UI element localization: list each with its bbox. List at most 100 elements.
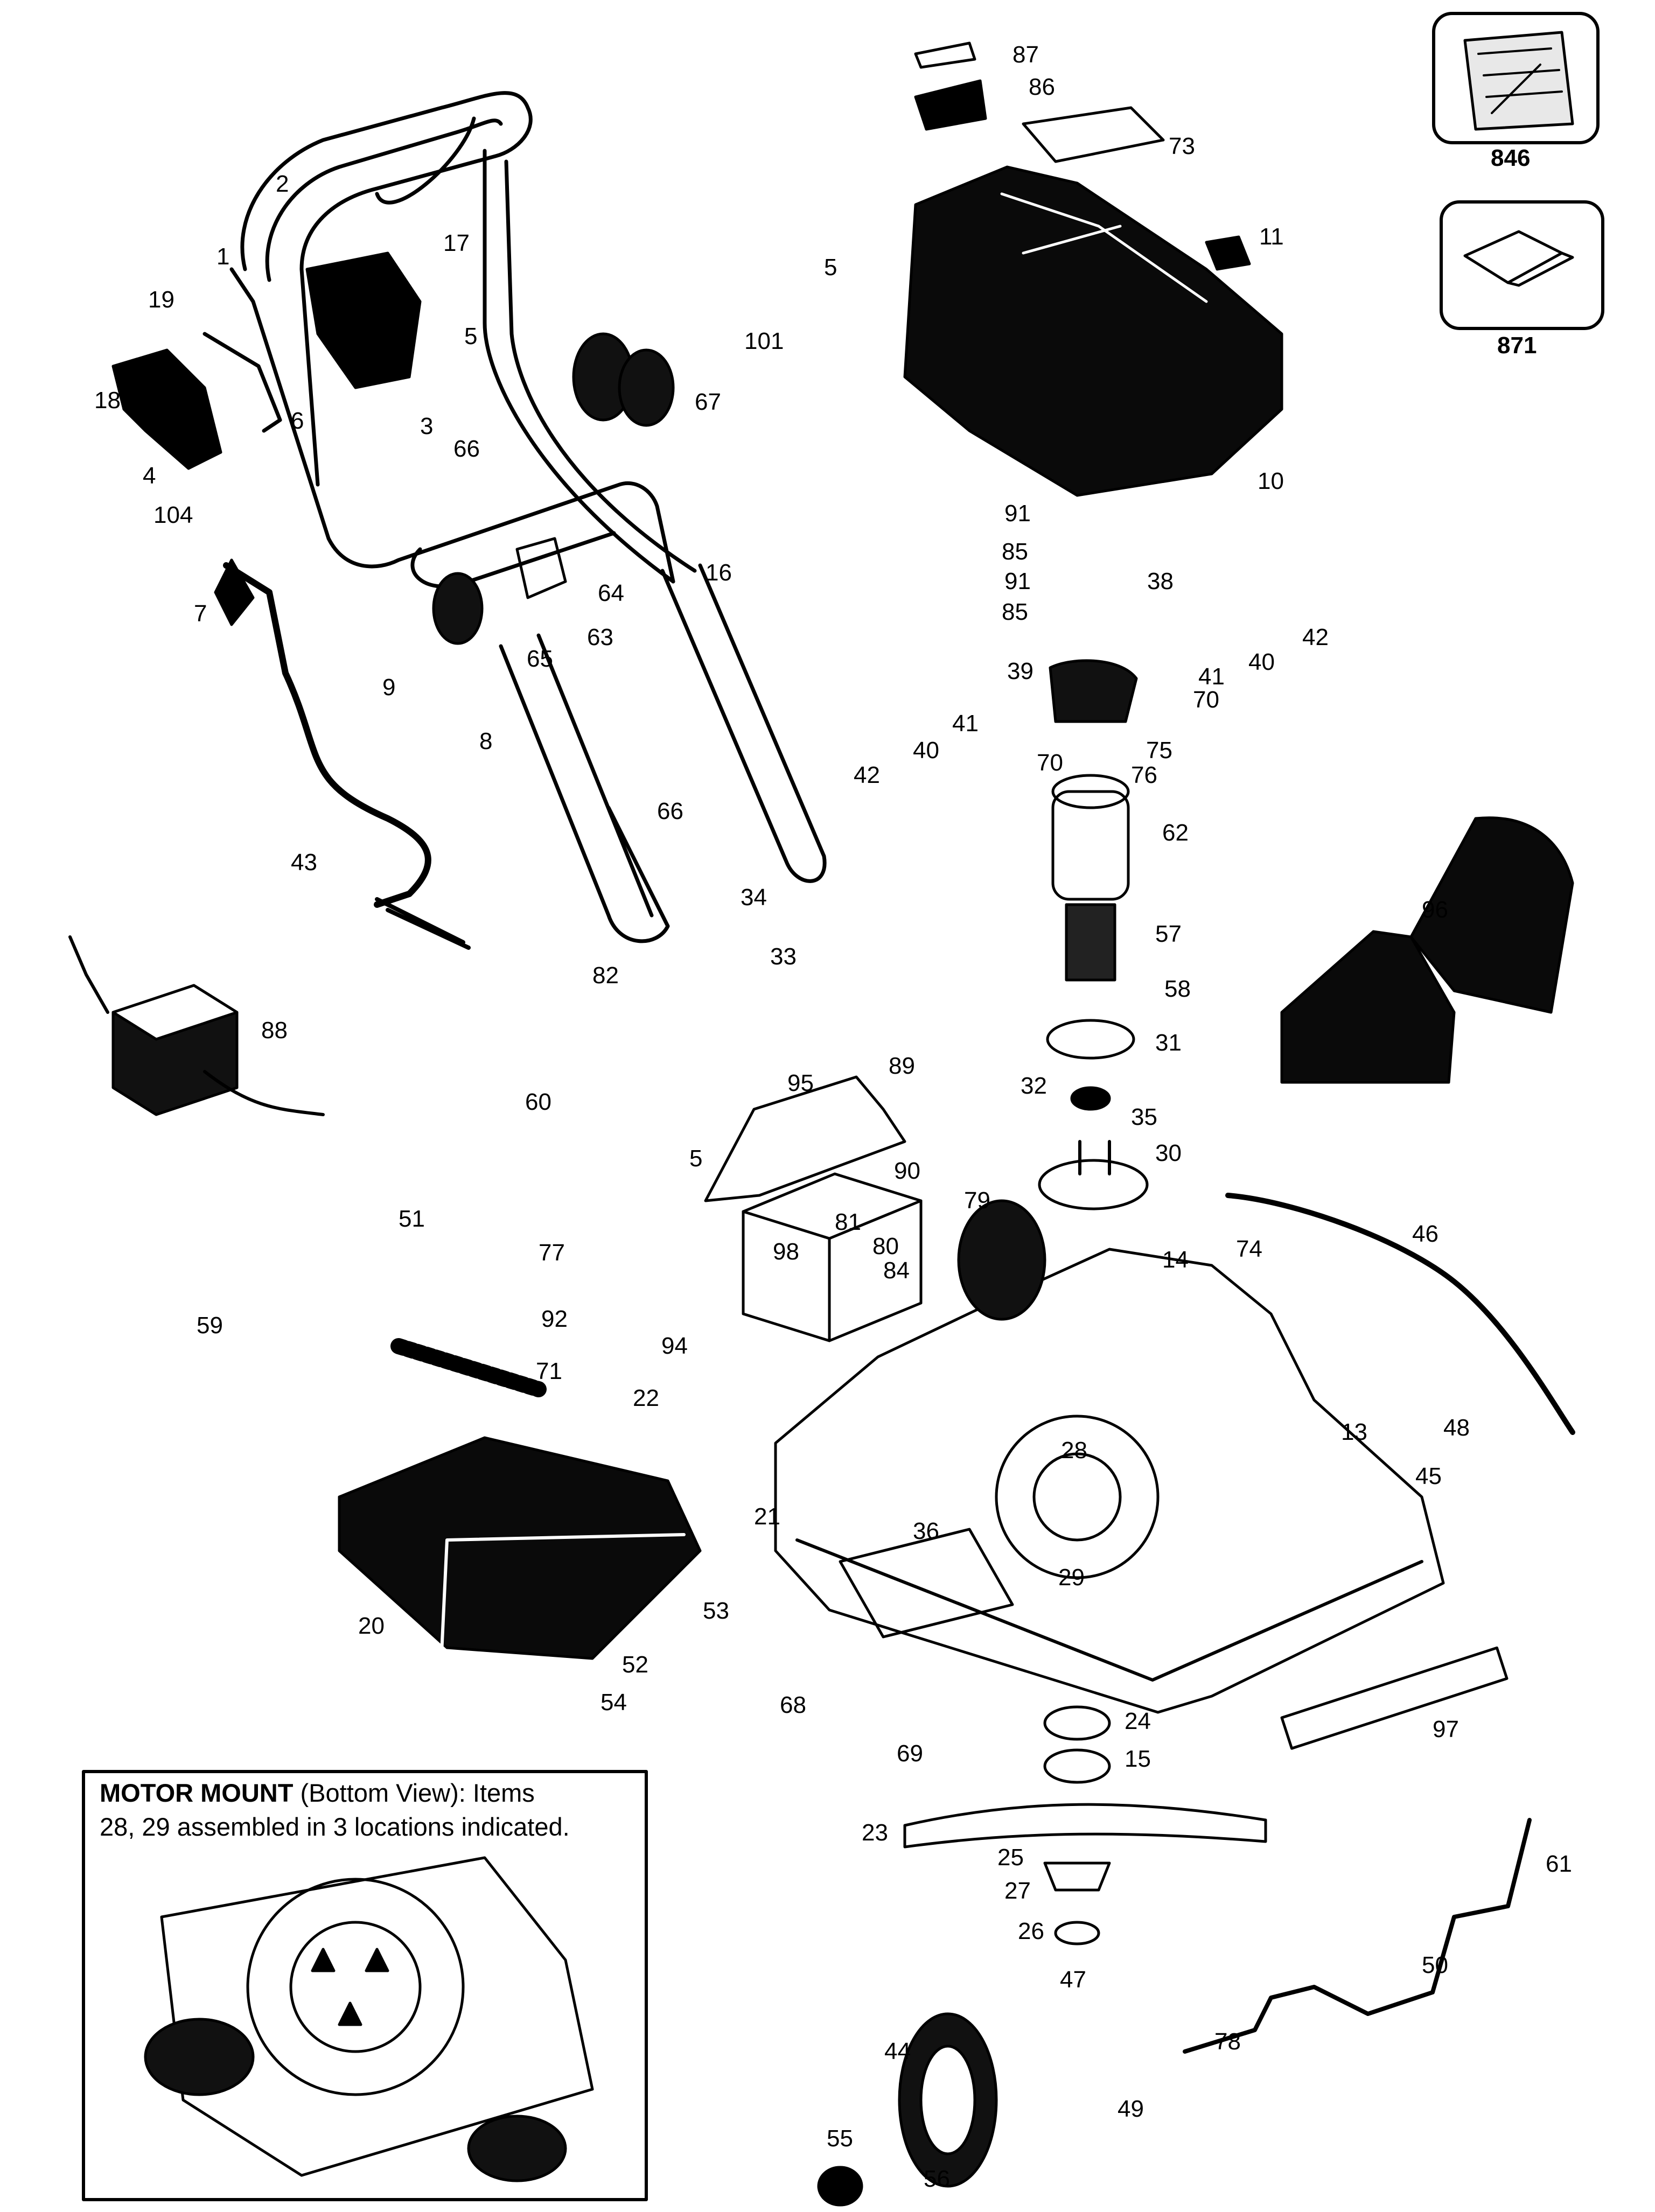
part-label-18: 18 bbox=[94, 387, 121, 414]
part-label-34: 34 bbox=[741, 884, 767, 911]
rear-wheel bbox=[817, 2012, 998, 2207]
grass-catcher bbox=[1280, 816, 1574, 1084]
part-label-85a: 85 bbox=[1002, 538, 1028, 565]
label-strip bbox=[390, 1338, 547, 1397]
part-label-61: 61 bbox=[1546, 1851, 1572, 1877]
part-label-74: 74 bbox=[1236, 1236, 1262, 1262]
power-cord bbox=[214, 558, 471, 950]
part-label-2: 2 bbox=[276, 171, 289, 197]
part-label-57: 57 bbox=[1155, 921, 1182, 947]
part-label-55: 55 bbox=[827, 2125, 853, 2152]
part-label-15: 15 bbox=[1125, 1746, 1151, 1772]
kit-box bbox=[1432, 12, 1600, 144]
part-label-59: 59 bbox=[197, 1312, 223, 1339]
part-label-50: 50 bbox=[1422, 1952, 1448, 1978]
motor-mount-inset bbox=[82, 1770, 648, 2201]
part-label-14: 14 bbox=[1162, 1247, 1189, 1273]
part-label-64: 64 bbox=[598, 580, 624, 606]
part-label-80: 80 bbox=[872, 1233, 899, 1259]
mower-deck bbox=[774, 1199, 1445, 1714]
part-label-7: 7 bbox=[194, 600, 207, 627]
part-label-96: 96 bbox=[1422, 897, 1448, 923]
part-label-78: 78 bbox=[1214, 2028, 1241, 2055]
part-label-66a: 66 bbox=[453, 436, 480, 462]
part-label-40a: 40 bbox=[1248, 649, 1275, 675]
part-label-5c: 5 bbox=[689, 1145, 703, 1172]
handle-knobs bbox=[432, 332, 675, 645]
part-label-71: 71 bbox=[536, 1358, 562, 1384]
part-label-29: 29 bbox=[1058, 1564, 1085, 1591]
part-label-24: 24 bbox=[1125, 1708, 1151, 1734]
part-label-69: 69 bbox=[897, 1740, 923, 1767]
part-label-82: 82 bbox=[592, 962, 619, 989]
part-label-41a: 41 bbox=[1198, 663, 1225, 690]
part-label-3: 3 bbox=[420, 413, 434, 439]
part-label-90: 90 bbox=[894, 1158, 920, 1184]
part-label-44: 44 bbox=[884, 2038, 911, 2064]
part-label-42a: 42 bbox=[1302, 624, 1329, 650]
part-label-58: 58 bbox=[1164, 976, 1191, 1002]
part-label-75: 75 bbox=[1146, 737, 1172, 764]
part-label-70b: 70 bbox=[1037, 750, 1063, 776]
motor-mount-caption-rest: (Bottom View): Items bbox=[293, 1779, 535, 1807]
part-label-45: 45 bbox=[1415, 1463, 1442, 1489]
part-label-87: 87 bbox=[1012, 41, 1039, 68]
part-label-26: 26 bbox=[1018, 1918, 1044, 1944]
deck-rear-bar bbox=[1280, 1646, 1509, 1750]
part-label-66b: 66 bbox=[657, 798, 683, 824]
part-label-68: 68 bbox=[780, 1692, 806, 1718]
motor-hood bbox=[903, 41, 1283, 497]
part-label-95: 95 bbox=[787, 1070, 814, 1096]
part-label-33: 33 bbox=[770, 943, 797, 970]
part-label-56: 56 bbox=[924, 2166, 950, 2192]
part-label-97: 97 bbox=[1433, 1716, 1459, 1742]
manual-box bbox=[1440, 200, 1604, 330]
part-label-35: 35 bbox=[1131, 1104, 1157, 1130]
part-label-42b: 42 bbox=[854, 762, 880, 788]
part-label-92: 92 bbox=[541, 1306, 568, 1332]
part-label-98: 98 bbox=[773, 1238, 799, 1265]
part-label-77: 77 bbox=[539, 1240, 565, 1266]
part-label-6: 6 bbox=[291, 408, 304, 434]
part-label-32: 32 bbox=[1021, 1073, 1047, 1099]
part-label-54: 54 bbox=[600, 1689, 627, 1716]
part-label-22: 22 bbox=[633, 1385, 659, 1411]
part-label-67: 67 bbox=[695, 389, 721, 415]
part-label-20: 20 bbox=[358, 1613, 385, 1639]
part-label-84: 84 bbox=[883, 1257, 910, 1284]
part-label-1: 1 bbox=[217, 243, 230, 270]
part-label-94: 94 bbox=[661, 1333, 688, 1359]
part-label-9: 9 bbox=[382, 674, 396, 701]
discharge-chute bbox=[338, 1436, 702, 1660]
part-label-62: 62 bbox=[1162, 820, 1189, 846]
battery-charger bbox=[68, 935, 325, 1116]
part-label-51: 51 bbox=[399, 1206, 425, 1232]
part-label-53: 53 bbox=[703, 1598, 729, 1624]
part-label-25: 25 bbox=[997, 1844, 1024, 1871]
motor-mount-caption-line2: 28, 29 assembled in 3 locations indicate… bbox=[100, 1812, 570, 1842]
part-label-81: 81 bbox=[835, 1209, 861, 1235]
part-label-91b: 91 bbox=[1004, 568, 1031, 594]
battery bbox=[704, 1075, 923, 1342]
upper-handle bbox=[229, 91, 697, 584]
rear-rod bbox=[1225, 1193, 1575, 1435]
part-label-17: 17 bbox=[443, 230, 470, 256]
part-label-52: 52 bbox=[622, 1651, 648, 1678]
part-label-16: 16 bbox=[706, 559, 732, 586]
motor-mount-caption-bold: MOTOR MOUNT bbox=[100, 1779, 294, 1807]
switch-housing bbox=[111, 251, 422, 470]
part-label-91a: 91 bbox=[1004, 500, 1031, 527]
part-label-8: 8 bbox=[479, 728, 493, 754]
motor-assembly bbox=[1038, 659, 1149, 1210]
part-label-86: 86 bbox=[1029, 74, 1055, 100]
part-label-85b: 85 bbox=[1002, 599, 1028, 625]
part-label-49: 49 bbox=[1118, 2096, 1144, 2122]
part-label-48: 48 bbox=[1443, 1415, 1470, 1441]
part-label-36: 36 bbox=[913, 1518, 939, 1544]
part-label-65: 65 bbox=[527, 646, 553, 672]
part-label-76: 76 bbox=[1131, 762, 1157, 788]
part-label-46: 46 bbox=[1412, 1221, 1438, 1247]
part-label-70a: 70 bbox=[1193, 687, 1219, 713]
